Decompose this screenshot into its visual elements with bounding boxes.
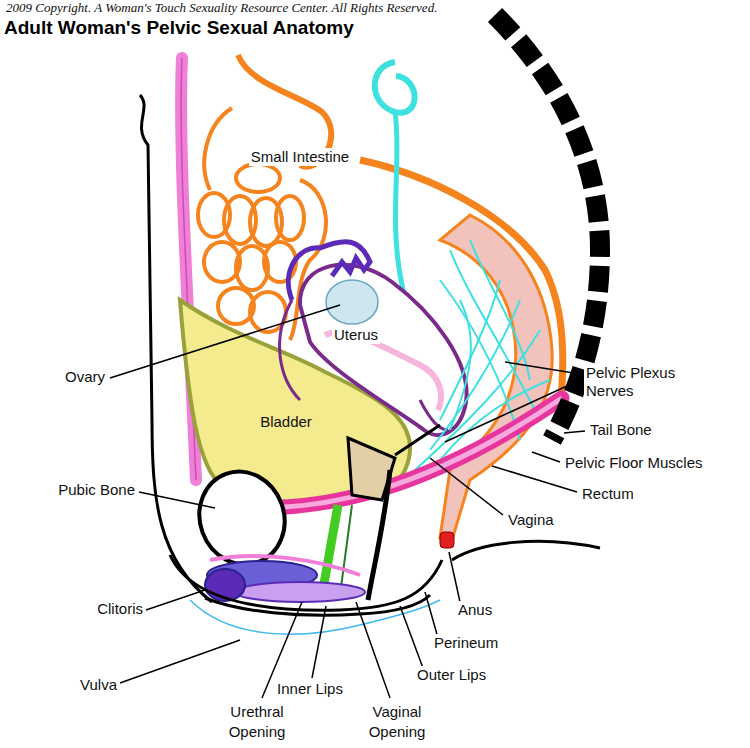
clitoris [205, 569, 245, 601]
part-label: Vulva [78, 676, 119, 694]
bladder [180, 300, 410, 504]
vaginal-canal [368, 470, 390, 600]
part-label: Clitoris [95, 600, 145, 618]
vulva-outline [190, 600, 440, 634]
fallopian-tube [280, 300, 300, 400]
part-label: Vagina [506, 511, 556, 529]
ureter [375, 62, 415, 113]
leader-lines [564, 431, 585, 433]
leader-lines [110, 305, 340, 378]
small-intestine [218, 288, 254, 324]
leader-lines [110, 305, 585, 698]
uterus [300, 265, 467, 435]
clitoris [210, 556, 360, 575]
small-intestine [276, 196, 304, 240]
leader-lines [505, 362, 580, 374]
ovary [326, 280, 378, 324]
part-label: Anus [456, 601, 494, 619]
urethra [322, 505, 352, 595]
vaginal-canal [348, 425, 440, 600]
anus [440, 532, 454, 548]
urethra [322, 505, 338, 595]
part-label: Vaginal Opening [355, 702, 439, 742]
small-intestine [236, 164, 280, 192]
vulva-outline [190, 600, 440, 634]
urethra [340, 505, 352, 595]
uterus [300, 265, 467, 435]
leader-lines [400, 606, 423, 668]
copyright-note: 2009 Copyright. A Woman's Touch Sexualit… [4, 0, 439, 16]
body-outline [170, 555, 442, 610]
part-label: Uterus [332, 326, 380, 344]
clitoris [205, 556, 365, 602]
leader-lines [356, 602, 390, 698]
leader-lines [146, 590, 205, 610]
vaginal-canal [395, 425, 440, 455]
leader-lines [139, 492, 215, 508]
part-label: Rectum [580, 485, 636, 503]
part-label: Tail Bone [588, 421, 654, 439]
part-label: Small Intestine [249, 148, 351, 166]
diagram-title: Adult Woman's Pelvic Sexual Anatomy [4, 17, 354, 39]
part-label: Pubic Bone [56, 481, 137, 499]
pelvic-plexus-nerves [440, 280, 520, 440]
body-outline [452, 541, 600, 560]
part-label: Pelvic Plexus Nerves [584, 364, 698, 400]
part-label: Outer Lips [415, 666, 488, 684]
part-label: Ovary [63, 368, 107, 386]
leader-lines [445, 380, 580, 442]
body-outline [205, 595, 430, 615]
part-label: Pelvic Floor Muscles [563, 454, 705, 472]
small-intestine [204, 108, 232, 190]
part-label: Inner Lips [275, 680, 345, 698]
uterus [420, 400, 448, 430]
bladder [180, 300, 410, 504]
leader-lines [312, 606, 326, 678]
part-label: Bladder [258, 413, 314, 431]
ovary [326, 280, 378, 324]
leader-lines [532, 452, 560, 462]
leader-lines [449, 552, 460, 602]
part-label: Urethral Opening [215, 702, 299, 742]
part-label: Perineum [432, 634, 500, 652]
leader-lines [425, 592, 438, 638]
anus [440, 532, 454, 548]
clitoris [235, 582, 365, 602]
leader-lines [120, 640, 240, 683]
pelvic-plexus-nerves [450, 300, 471, 430]
body-outline [140, 95, 600, 615]
